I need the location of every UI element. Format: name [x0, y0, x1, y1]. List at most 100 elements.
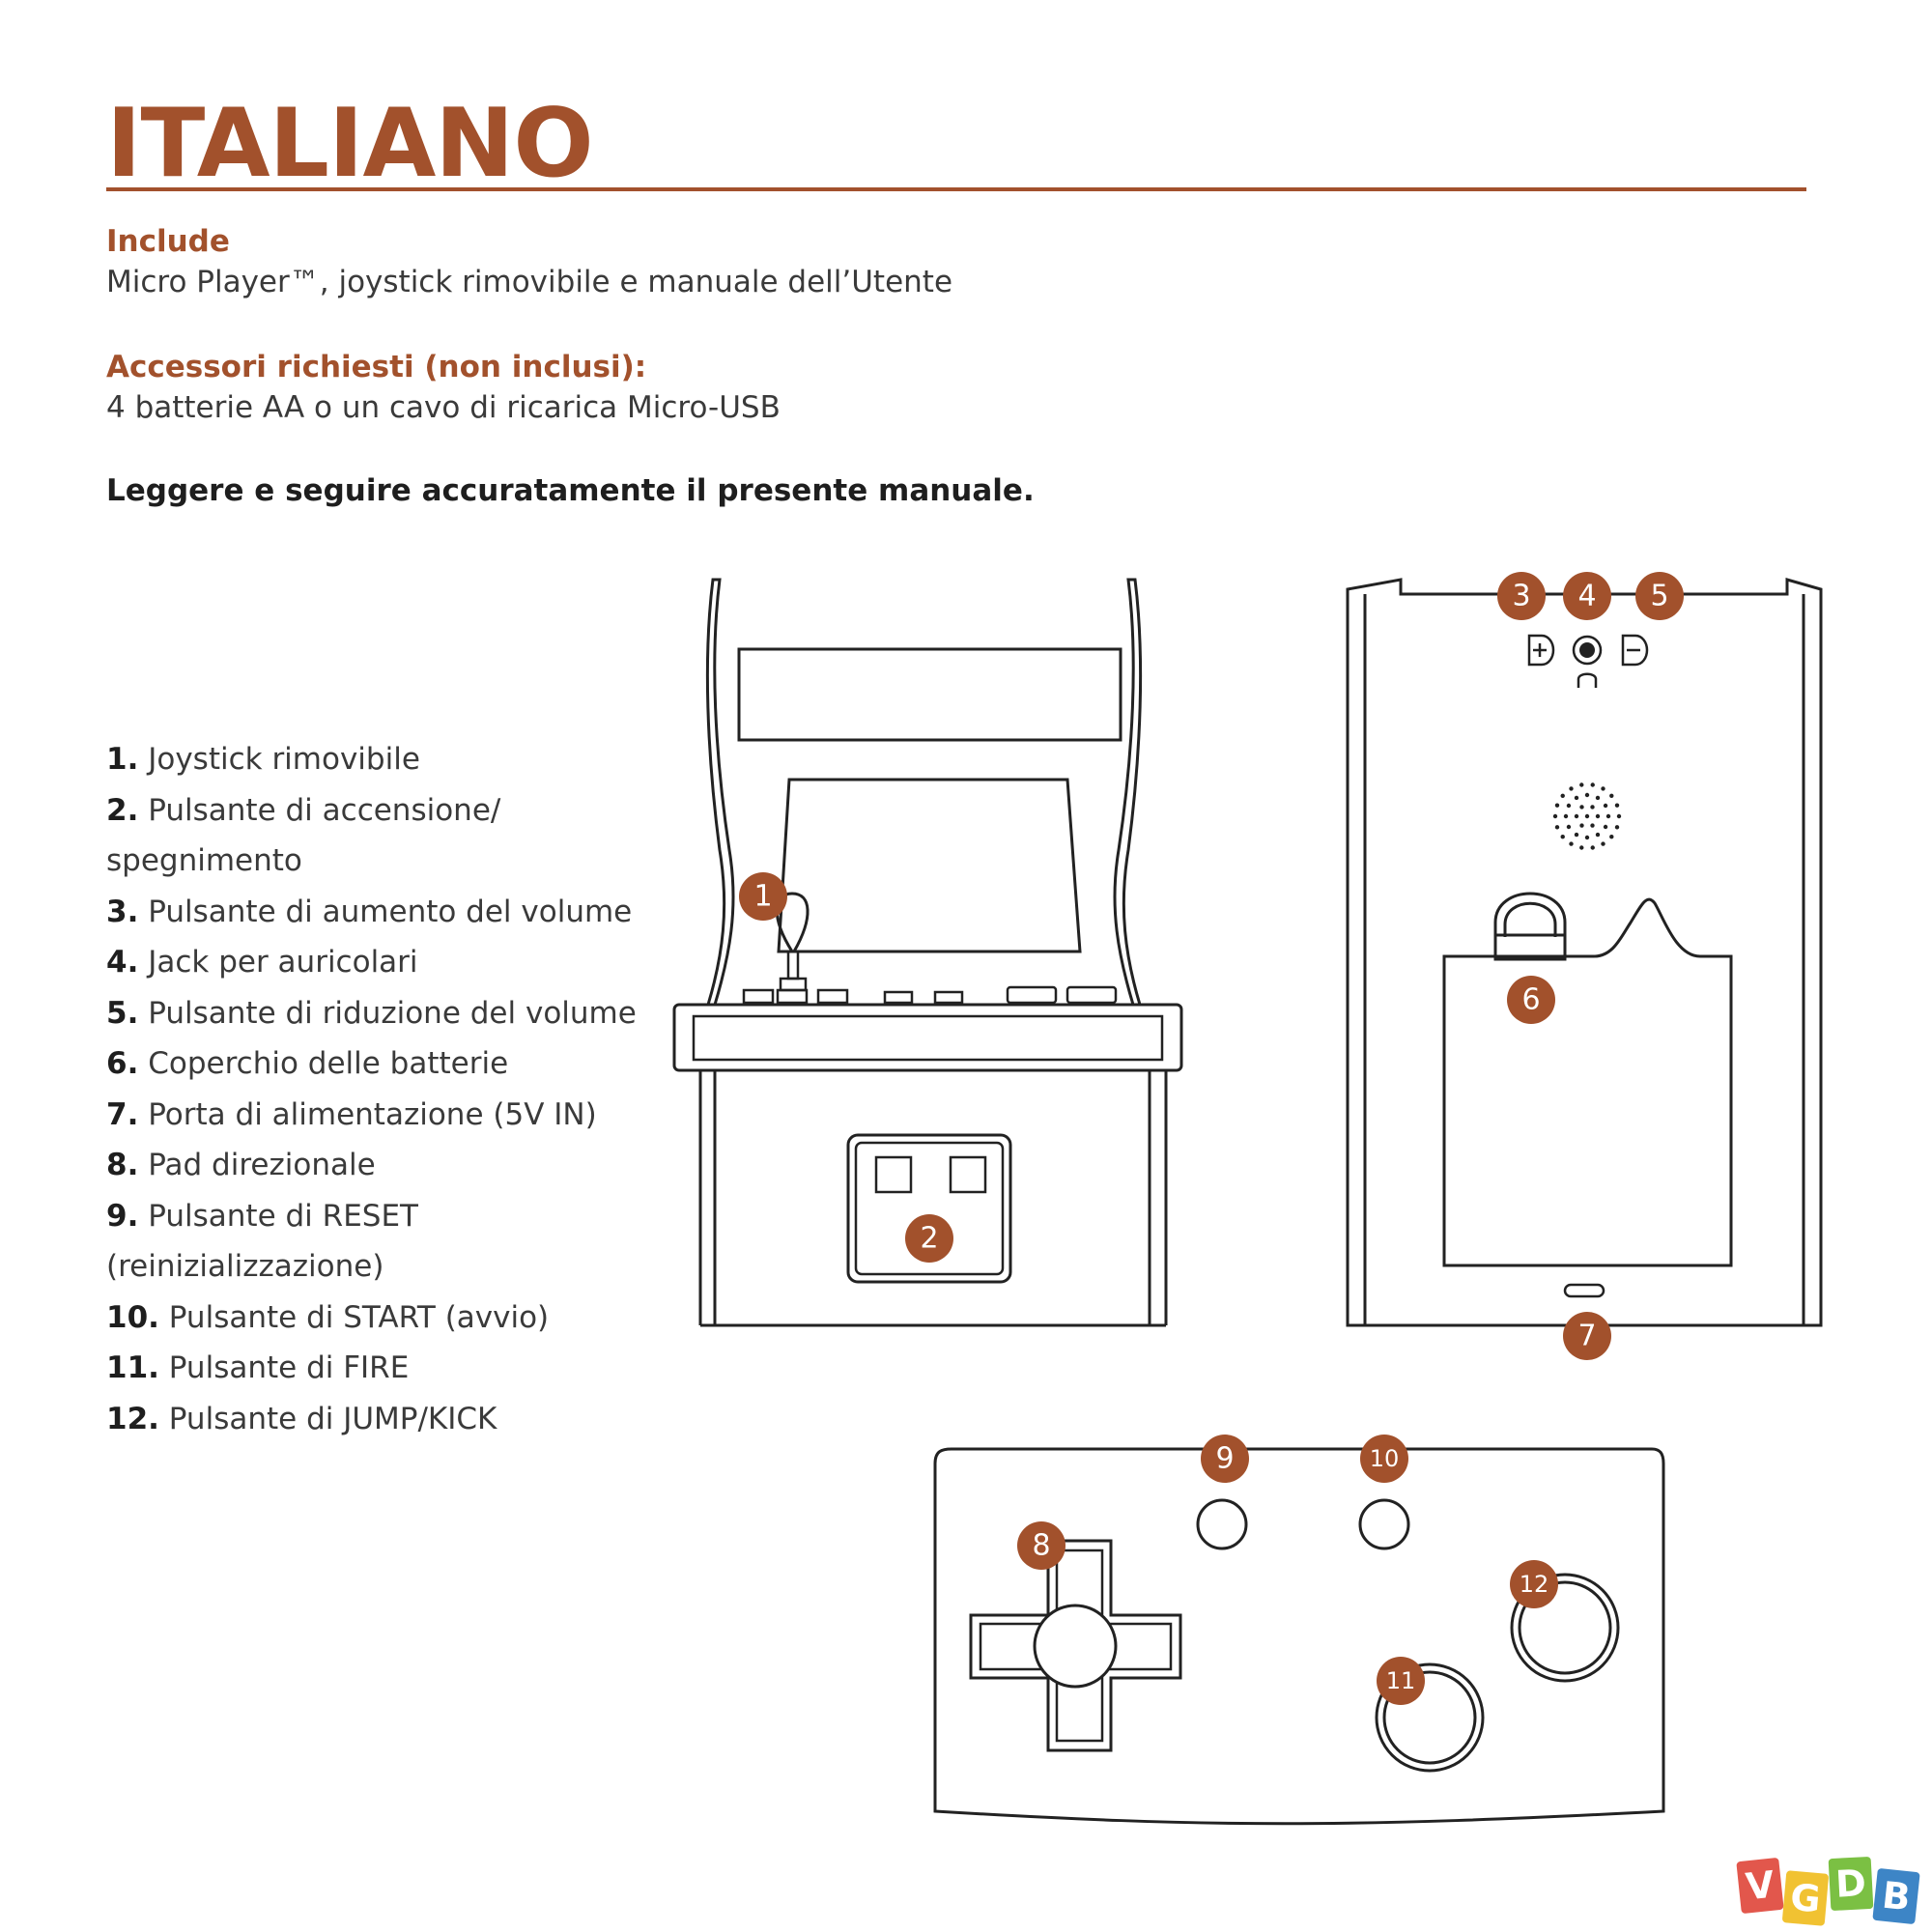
part-number: 5. — [106, 995, 139, 1031]
part-label: Porta di alimentazione (5V IN) — [148, 1096, 597, 1132]
svg-text:3: 3 — [1512, 580, 1530, 613]
volume-down-icon — [1621, 634, 1649, 667]
dpad — [969, 1539, 1182, 1752]
cabinet-marquee — [737, 647, 1122, 742]
callout-4: 4 — [1563, 572, 1611, 620]
panel-button — [1006, 985, 1058, 1005]
panel-button — [1065, 985, 1118, 1005]
panel-button — [883, 990, 914, 1005]
controller-view — [933, 1447, 1665, 1826]
callout-8: 8 — [1017, 1521, 1065, 1570]
callout-6: 6 — [1507, 976, 1555, 1024]
part-number: 3. — [106, 894, 139, 929]
title-underline — [106, 187, 1806, 191]
logo-letter-b: B — [1872, 1867, 1920, 1925]
jump-kick-button — [1510, 1573, 1620, 1683]
part-item-9: 9. Pulsante di RESET (reinizializzazione… — [106, 1191, 647, 1293]
fire-button-inner — [1382, 1670, 1477, 1765]
includes-heading: Include — [106, 224, 230, 259]
part-number: 7. — [106, 1096, 139, 1132]
volume-up-icon — [1527, 634, 1555, 667]
part-item-7: 7. Porta di alimentazione (5V IN) — [106, 1090, 647, 1141]
jump-kick-button-inner — [1518, 1580, 1612, 1675]
part-label: Pulsante di JUMP/KICK — [168, 1401, 497, 1436]
cabinet-right-side — [1113, 578, 1143, 1007]
parts-list: 1. Joystick rimovibile 2. Pulsante di ac… — [106, 734, 647, 1444]
dpad-center — [1033, 1604, 1118, 1689]
reset-button — [1196, 1498, 1248, 1550]
callout-9: 9 — [1201, 1435, 1249, 1483]
control-panel-front — [692, 1014, 1164, 1062]
cabinet-left-side — [705, 578, 735, 1007]
panel-button — [742, 988, 775, 1005]
control-panel — [672, 1003, 1183, 1072]
start-button — [1358, 1498, 1410, 1550]
power-switch-inner — [854, 1141, 1005, 1276]
arcade-front-view — [672, 578, 1183, 1327]
svg-text:8: 8 — [1032, 1529, 1050, 1563]
part-item-11: 11. Pulsante di FIRE — [106, 1343, 647, 1394]
part-number: 1. — [106, 742, 139, 777]
svg-text:12: 12 — [1520, 1571, 1549, 1598]
fire-button — [1375, 1662, 1485, 1773]
part-label: Coperchio delle batterie — [148, 1046, 509, 1081]
part-number: 9. — [106, 1198, 139, 1234]
part-label: Pulsante di accensione/ spegnimento — [106, 792, 501, 879]
part-number: 2. — [106, 792, 139, 828]
svg-text:1: 1 — [753, 880, 772, 914]
callout-10: 10 — [1360, 1435, 1408, 1483]
svg-text:2: 2 — [920, 1222, 938, 1256]
svg-text:9: 9 — [1215, 1442, 1234, 1476]
power-switch-panel — [846, 1133, 1012, 1284]
power-switch-slot — [949, 1155, 987, 1194]
back-view — [1346, 578, 1823, 1327]
logo-letter-v: V — [1736, 1857, 1784, 1915]
callout-7: 7 — [1563, 1312, 1611, 1360]
back-panel-outline — [1346, 578, 1823, 1327]
part-number: 6. — [106, 1046, 139, 1081]
controller-outline — [933, 1447, 1665, 1826]
svg-text:6: 6 — [1521, 983, 1540, 1017]
part-label: Pulsante di START (avvio) — [168, 1299, 550, 1335]
accessories-heading: Accessori richiesti (non inclusi): — [106, 350, 647, 384]
power-port — [1563, 1283, 1605, 1298]
battery-cover-tab — [1493, 933, 1567, 961]
svg-text:4: 4 — [1577, 580, 1596, 613]
speaker-grill-icon — [1552, 782, 1622, 850]
callout-3: 3 — [1497, 572, 1546, 620]
part-item-4: 4. Jack per auricolari — [106, 937, 647, 988]
joystick-shaft — [786, 950, 800, 980]
logo-letter-d: D — [1828, 1856, 1874, 1912]
accessories-text: 4 batterie AA o un cavo di ricarica Micr… — [106, 390, 781, 425]
svg-text:7: 7 — [1577, 1320, 1596, 1353]
part-item-1: 1. Joystick rimovibile — [106, 734, 647, 785]
page-title: ITALIANO — [106, 89, 594, 199]
battery-cover — [1442, 897, 1733, 1267]
power-switch-slot — [874, 1155, 913, 1194]
part-item-8: 8. Pad direzionale — [106, 1140, 647, 1191]
part-item-6: 6. Coperchio delle batterie — [106, 1038, 647, 1090]
callout-1: 1 — [739, 872, 787, 921]
svg-text:5: 5 — [1650, 580, 1668, 613]
callout-11: 11 — [1377, 1657, 1425, 1705]
battery-cover-latch — [1503, 901, 1557, 937]
part-number: 4. — [106, 945, 139, 980]
part-number: 11. — [106, 1350, 159, 1385]
includes-text: Micro Player™, joystick rimovibile e man… — [106, 265, 953, 299]
part-item-2: 2. Pulsante di accensione/ spegnimento — [106, 785, 647, 887]
part-label: Joystick rimovibile — [148, 742, 420, 777]
part-label: Pulsante di riduzione del volume — [148, 995, 637, 1031]
callout-2: 2 — [905, 1214, 953, 1263]
panel-button — [933, 990, 964, 1005]
part-item-12: 12. Pulsante di JUMP/KICK — [106, 1394, 647, 1445]
part-label: Pad direzionale — [148, 1148, 376, 1182]
svg-text:10: 10 — [1370, 1445, 1400, 1472]
part-label: Jack per auricolari — [148, 945, 418, 980]
part-label: Pulsante di aumento del volume — [148, 894, 633, 929]
logo-letter-g: G — [1781, 1870, 1830, 1926]
part-number: 8. — [106, 1148, 139, 1182]
panel-button — [816, 988, 849, 1005]
part-item-3: 3. Pulsante di aumento del volume — [106, 887, 647, 938]
part-label: Pulsante di FIRE — [168, 1350, 410, 1385]
